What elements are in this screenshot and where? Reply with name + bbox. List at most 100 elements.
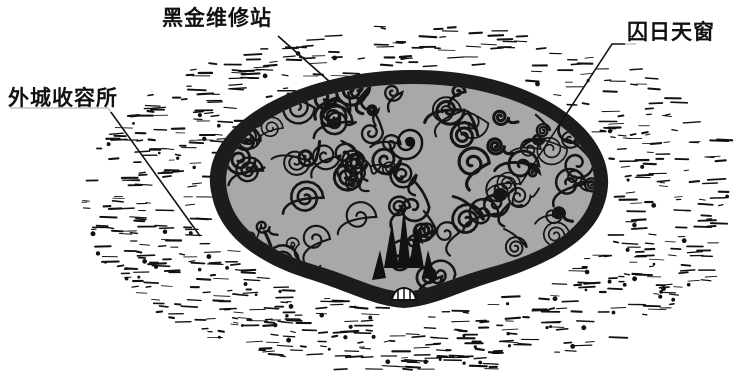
hatch-stroke xyxy=(240,76,256,79)
hatch-stroke xyxy=(204,111,214,115)
hatch-stroke xyxy=(205,317,216,320)
hatch-stroke xyxy=(180,98,188,101)
hatch-stroke xyxy=(264,318,273,321)
hatch-stroke xyxy=(186,88,207,92)
hatch-stroke xyxy=(110,229,124,233)
hatch-stroke xyxy=(680,263,692,267)
hatch-stroke xyxy=(161,285,173,287)
hatch-stroke xyxy=(185,203,196,206)
hatch-stroke xyxy=(645,133,651,136)
hatch-stroke xyxy=(411,335,426,339)
hatch-stroke xyxy=(704,275,718,278)
swirl-curl xyxy=(366,104,381,127)
hatch-stroke xyxy=(114,127,134,129)
hatch-stroke xyxy=(538,297,550,301)
gate-entrance xyxy=(390,287,418,301)
hatch-dot xyxy=(95,251,101,256)
hatch-stroke xyxy=(269,60,278,63)
swirl-curl xyxy=(431,96,463,138)
hatch-stroke xyxy=(158,305,169,308)
hatch-stroke xyxy=(262,63,278,68)
hatch-stroke xyxy=(603,254,613,258)
hatch-stroke xyxy=(535,47,547,50)
hatch-stroke xyxy=(563,341,573,344)
hatch-stroke xyxy=(501,328,519,331)
label-outer-city-shelter: 外城收容所 xyxy=(6,82,120,112)
hatch-stroke xyxy=(658,185,669,188)
hatch-stroke xyxy=(648,233,657,236)
hatch-dot xyxy=(622,282,627,287)
hatch-stroke xyxy=(577,281,597,285)
hatch-dot xyxy=(106,142,111,147)
hatch-stroke xyxy=(714,159,727,163)
hatch-stroke xyxy=(108,132,124,136)
hatch-stroke xyxy=(381,365,400,368)
hatch-stroke xyxy=(331,334,339,338)
hatch-stroke xyxy=(227,289,233,292)
swirl-curl xyxy=(321,91,352,124)
hatch-dot xyxy=(137,275,141,279)
swirl-curl xyxy=(264,270,299,292)
hatch-stroke xyxy=(233,311,244,314)
hatch-stroke xyxy=(644,242,655,245)
hatch-stroke xyxy=(706,225,717,228)
hatch-dot xyxy=(202,136,207,141)
hatch-stroke xyxy=(608,122,625,125)
hatch-stroke xyxy=(578,285,596,289)
hatch-dot xyxy=(298,318,301,322)
hatch-stroke xyxy=(320,345,327,348)
hatch-dot xyxy=(216,123,221,128)
swirl-curl xyxy=(449,110,480,149)
swirl-curl xyxy=(534,113,552,138)
hatch-stroke xyxy=(353,332,372,335)
hatch-stroke xyxy=(662,114,672,118)
hatch-stroke xyxy=(281,74,289,77)
hatch-stroke xyxy=(468,31,483,35)
hatch-dot xyxy=(651,203,657,208)
hatch-stroke xyxy=(447,56,464,59)
hatch-stroke xyxy=(556,307,568,310)
hatch-dot xyxy=(607,279,612,284)
hatch-stroke xyxy=(581,102,590,106)
hatch-stroke xyxy=(550,295,560,297)
hatch-stroke xyxy=(454,328,463,332)
swirl-curl xyxy=(255,116,284,146)
hatch-dot xyxy=(584,288,588,292)
hatch-stroke xyxy=(630,218,647,222)
hatch-dot xyxy=(285,314,289,318)
hatch-dot xyxy=(625,247,630,252)
hatch-stroke xyxy=(189,217,210,221)
hatch-stroke xyxy=(188,260,196,263)
hatch-stroke xyxy=(446,26,457,29)
hatch-stroke xyxy=(189,162,202,164)
hatch-dot xyxy=(632,276,638,282)
hatch-stroke xyxy=(668,293,680,296)
hatch-stroke xyxy=(116,264,125,268)
hatch-stroke xyxy=(671,129,678,132)
hatch-stroke xyxy=(209,139,226,143)
hatch-stroke xyxy=(192,110,205,114)
hatch-stroke xyxy=(189,68,197,71)
hatch-stroke xyxy=(515,35,529,38)
hatch-dot xyxy=(197,267,202,272)
hatch-dot xyxy=(659,290,663,294)
hatch-stroke xyxy=(131,285,139,288)
hatch-stroke xyxy=(151,264,171,268)
leader-station xyxy=(277,35,331,83)
hatch-dot xyxy=(262,73,268,79)
hatch-stroke xyxy=(158,227,175,230)
hatch-stroke xyxy=(162,147,175,150)
hatch-stroke xyxy=(610,136,616,139)
hatch-stroke xyxy=(233,321,239,324)
hatch-stroke xyxy=(228,87,247,90)
hatch-stroke xyxy=(644,77,659,80)
hatch-stroke xyxy=(138,173,148,177)
hatch-stroke xyxy=(180,305,199,308)
hatch-stroke xyxy=(99,215,118,219)
hatch-stroke xyxy=(405,333,420,336)
hatch-stroke xyxy=(332,330,349,334)
hatch-stroke xyxy=(498,339,515,343)
hatch-stroke xyxy=(620,165,631,168)
hatch-stroke xyxy=(143,281,160,284)
hatch-dot xyxy=(343,335,348,340)
